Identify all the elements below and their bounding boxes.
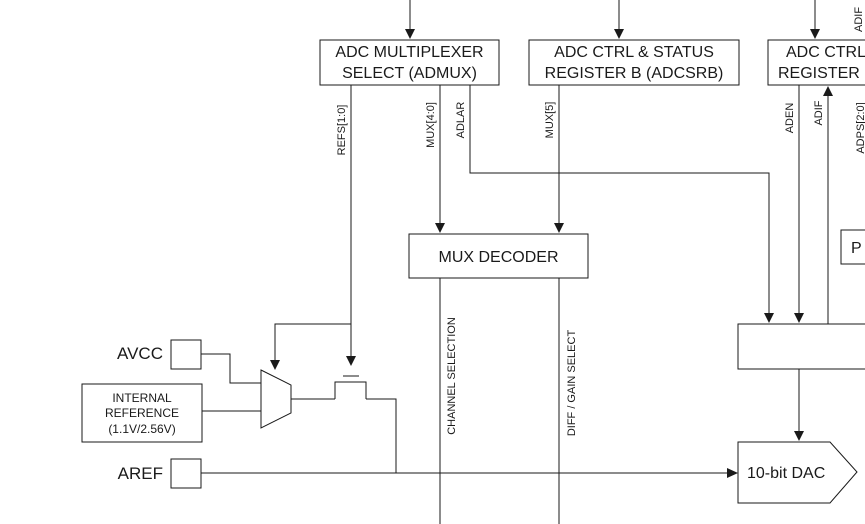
aden-signal-label: ADEN xyxy=(784,103,796,134)
adcsrb-label-line2: REGISTER B (ADCSRB) xyxy=(545,65,724,82)
prescaler-block-partial: P xyxy=(840,229,865,265)
internal-reference-line1: INTERNAL xyxy=(112,391,172,405)
internal-reference-line2: REFERENCE xyxy=(105,406,179,420)
avcc-pin: AVCC xyxy=(117,339,261,384)
mux5-signal: MUX[5] xyxy=(544,85,564,233)
mux-decoder-block: MUX DECODER xyxy=(408,233,589,279)
aden-signal: ADEN xyxy=(784,85,804,323)
prescaler-label: P xyxy=(851,240,862,257)
mux40-signal: MUX[4:0] xyxy=(425,85,445,233)
logic-to-dac-signal xyxy=(794,369,804,441)
adif-signal-label: ADIF xyxy=(813,100,825,125)
mux40-signal-label: MUX[4:0] xyxy=(425,102,437,148)
adcsrb-register-block: ADC CTRL & STATUS REGISTER B (ADCSRB) xyxy=(528,39,740,86)
adif-top-signal-label: ADIF xyxy=(853,7,865,32)
adcsra-label-line2: REGISTER xyxy=(778,65,860,82)
aref-pin: AREF xyxy=(118,458,738,489)
adps-signal-label: ADPS[2:0] xyxy=(855,102,865,153)
internal-reference-block: INTERNAL REFERENCE (1.1V/2.56V) xyxy=(81,383,261,443)
dac-block: 10-bit DAC xyxy=(737,441,858,504)
adcsra-label-line1: ADC CTRL xyxy=(786,44,865,61)
admux-register-block: ADC MULTIPLEXER SELECT (ADMUX) xyxy=(319,39,500,86)
admux-label-line1: ADC MULTIPLEXER xyxy=(335,44,483,61)
channel-selection-signal: CHANNEL SELECTION xyxy=(439,278,458,524)
mux5-signal-label: MUX[5] xyxy=(544,102,556,139)
reference-mux-symbol xyxy=(260,369,292,429)
top-input-arrows xyxy=(405,0,820,39)
refs-signal-label: REFS[1:0] xyxy=(336,105,348,156)
adif-signal: ADIF xyxy=(813,86,833,324)
aref-pin-label: AREF xyxy=(118,464,163,483)
reference-switch-symbol xyxy=(334,375,397,473)
channel-selection-label: CHANNEL SELECTION xyxy=(446,317,458,435)
refs-signal: REFS[1:0] xyxy=(270,85,356,370)
internal-reference-line3: (1.1V/2.56V) xyxy=(108,422,175,436)
adlar-signal: ADLAR xyxy=(455,85,774,323)
admux-label-line2: SELECT (ADMUX) xyxy=(342,65,477,82)
adlar-signal-label: ADLAR xyxy=(455,102,467,139)
conversion-logic-block xyxy=(737,323,865,370)
dac-label: 10-bit DAC xyxy=(747,465,825,482)
diff-gain-select-label: DIFF / GAIN SELECT xyxy=(566,330,578,437)
adcsra-register-block: ADC CTRL REGISTER xyxy=(767,39,865,86)
diff-gain-select-signal: DIFF / GAIN SELECT xyxy=(558,278,578,524)
adcsrb-label-line1: ADC CTRL & STATUS xyxy=(554,44,714,61)
mux-decoder-label: MUX DECODER xyxy=(438,249,558,266)
avcc-pin-label: AVCC xyxy=(117,344,163,363)
